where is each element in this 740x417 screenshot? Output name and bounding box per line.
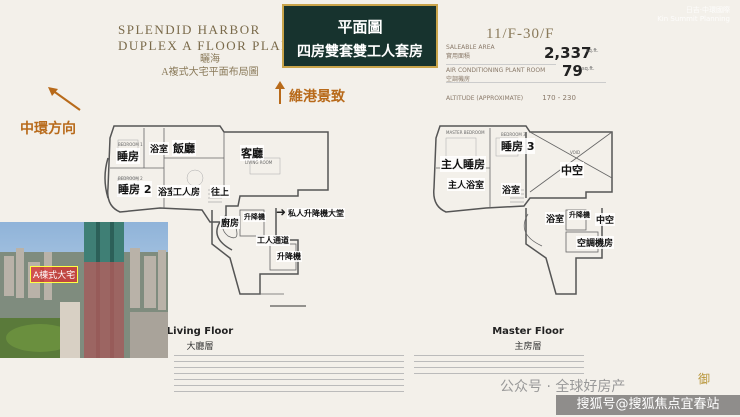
building-photo (0, 222, 168, 358)
saleable-value: 2,337 (544, 44, 592, 62)
chinese-title-line2: A複式大宅平面布局圖 (161, 67, 259, 78)
spec-ac: AIR CONDITIONING PLANT ROOM 空調機房 (446, 64, 556, 83)
master-floor-caption-cn: 主房層 (514, 342, 542, 352)
master-b3-tiny: BEDROOM 3 (501, 132, 526, 137)
master-bedroom-tiny: MASTER BEDROOM (446, 130, 485, 135)
harbour-view-label: 維港景致 (289, 89, 345, 105)
altitude-label: ALTITUDE (APPROXIMATE) (446, 95, 524, 102)
living-kitchen: 廚房 (220, 216, 241, 229)
plan-badge: 平面圖 四房雙套雙工人套房 (282, 4, 438, 68)
central-arrow-icon (48, 87, 81, 111)
saleable-label-cn: 實用面積 (446, 53, 471, 60)
ac-label-cn: 空調機房 (446, 76, 471, 83)
altitude-value: 170 - 230 (542, 94, 576, 102)
saleable-label: SALEABLE AREA (446, 44, 495, 51)
central-direction-label: 中環方向 (20, 121, 76, 137)
master-ac-room: 空調機房 (576, 236, 615, 249)
living-bedroom2: 睡房 2 (117, 181, 153, 197)
living-room-tiny: LIVING ROOM (245, 160, 273, 165)
living-stairs-up: 往上 (210, 185, 231, 198)
living-service-path: 工人通道 (256, 235, 290, 246)
master-lift: 升降機 (568, 210, 591, 220)
living-private-lobby: 私人升降機大堂 (287, 208, 345, 219)
living-b2-tiny: BEDROOM 2 (118, 176, 143, 181)
living-floor-caption: Living Floor (166, 326, 234, 337)
wechat-watermark: 公众号 · 全球好房产 (500, 379, 626, 395)
badge-subtitle: 四房雙套雙工人套房 (297, 44, 423, 60)
living-helper: 工人房 (172, 185, 202, 198)
master-bath: 浴室 (501, 183, 522, 196)
english-title: SPLENDID HARBOR DUPLEX A FLOOR PLAN (118, 22, 292, 54)
master-bedroom3: 睡房 3 (500, 138, 536, 154)
living-lift-hall: 升降機 (243, 212, 266, 222)
chinese-title: 曬海 A複式大宅平面布局圖 (150, 53, 270, 79)
master-bedroom: 主人睡房 (440, 156, 486, 172)
english-title-line2: DUPLEX A FLOOR PLAN (118, 38, 293, 53)
living-dining: 飯廳 (172, 140, 196, 156)
master-bathroom: 主人浴室 (447, 178, 486, 191)
master-void1: 中空 (560, 162, 584, 178)
living-bathroom1: 浴室 (149, 142, 170, 155)
spec-saleable: SALEABLE AREA 實用面積 (446, 44, 622, 60)
sohu-watermark: 搜狐号@搜狐焦点宜春站 (556, 395, 740, 415)
saleable-unit: sq.ft. (586, 48, 599, 54)
chinese-title-line1: 曬海 (200, 54, 220, 65)
master-void-tiny: VOID (570, 150, 581, 155)
photo-tag: A棟式大宅 (30, 266, 79, 283)
living-living: 客廳 (240, 145, 264, 161)
harbour-arrow-icon (275, 81, 285, 104)
master-helper-bath: 浴室 (545, 212, 566, 225)
watermark-line1: 日吉·中環國際 (685, 6, 730, 14)
living-notes (174, 352, 404, 394)
master-notes (414, 352, 584, 376)
master-void2: 中空 (595, 213, 616, 226)
living-bedroom1: 睡房 (116, 148, 140, 164)
living-floor-caption-cn: 大廳層 (186, 342, 214, 352)
ac-unit: sq.ft. (582, 66, 595, 72)
ac-label: AIR CONDITIONING PLANT ROOM (446, 67, 546, 74)
living-lift: 升降機 (276, 251, 302, 262)
master-floor-caption: Master Floor (492, 326, 564, 337)
spec-altitude: ALTITUDE (APPROXIMATE) 170 - 230 (446, 82, 606, 104)
brand-logo: 御 (698, 372, 711, 386)
top-watermark: 日吉·中環國際 Kin Summit Planning (657, 6, 730, 24)
lobby-arrow-icon: ➜ (276, 205, 287, 219)
english-title-line1: SPLENDID HARBOR (118, 22, 261, 37)
floor-range: 11/F-30/F (486, 26, 555, 42)
living-b1-tiny: BEDROOM 1 (118, 142, 143, 147)
watermark-line2: Kin Summit Planning (657, 15, 730, 23)
ac-value: 79 (562, 62, 583, 80)
badge-title: 平面圖 (337, 18, 383, 36)
